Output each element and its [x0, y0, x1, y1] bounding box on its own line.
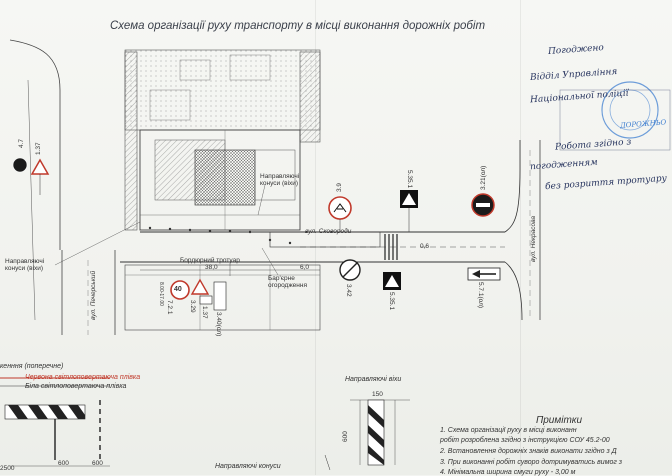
sign-code: 7.2.1 — [166, 300, 173, 315]
fold-line — [315, 0, 316, 475]
dimension-label: 6,0 — [300, 264, 310, 271]
hours-label: 8.00-17.00 — [158, 282, 164, 306]
barrier-stripe-board — [4, 404, 86, 420]
page-title: Схема організації руху транспорту в місц… — [110, 20, 486, 32]
dimension-label: 0,6 — [420, 243, 430, 250]
cones-label: Направляючі конуси (віхи) — [260, 173, 300, 187]
prohibition-sign-icon — [12, 157, 28, 173]
sign-code: 3.42 — [345, 284, 352, 297]
cones-label: Направляючі конуси (віхи) — [5, 258, 45, 272]
dimension-label: 600 — [342, 431, 349, 442]
speed-value: 40 — [174, 286, 182, 293]
road-works-sign-icon — [190, 278, 210, 295]
legend-white: Біла світлоповертаюча плівка — [25, 383, 127, 390]
notes-title: Примітки — [536, 415, 583, 426]
sign-code: 3.29 — [189, 300, 196, 313]
note-item: 4. Мінімальна ширина смуги руху - 3,00 м — [440, 469, 576, 476]
sign-code: 3.40(ол) — [215, 312, 222, 337]
note-item: 1. Схема організації руху в місці викона… — [440, 427, 577, 434]
information-sign-icon — [213, 281, 227, 311]
dimension-label: 600 — [58, 460, 69, 467]
dimension-label: 600 — [92, 460, 103, 467]
cones-bottom-label: Направляючі конуси — [215, 463, 281, 470]
warning-sign-icon — [30, 158, 50, 175]
legend-red: Червона світлоповертаюча плівка — [25, 374, 141, 381]
sign-code: 5.35.1 — [388, 292, 395, 311]
dimension-label: 2500 — [0, 465, 15, 472]
barrier-label: Бар'єрне огородження — [268, 275, 307, 289]
sign-code: 1.37 — [35, 142, 42, 155]
guide-post — [350, 399, 410, 466]
sign-code: 3.21(ол) — [480, 165, 487, 190]
cones-mid-label: Направляючі віхи — [345, 376, 402, 383]
sign-code: 4.7 — [18, 138, 25, 148]
legend-title: кенння (поперечне) — [0, 363, 64, 370]
note-item: 2. Встановлення дорожніх знаків виконати… — [440, 448, 617, 455]
street-label: вул. Печерський — [90, 270, 97, 320]
street-label: вул. Сковороди — [305, 228, 352, 235]
sidewalk-label: Бордюрний тротуар — [180, 257, 240, 264]
sign-code: 5.35.1 — [406, 170, 413, 189]
note-item: робіт розроблена згідно з інструкцією СО… — [440, 437, 610, 444]
sign-code: 3.9 — [336, 182, 343, 192]
seal-stamp-icon — [601, 81, 659, 139]
sign-code: 5.7.1(ол) — [477, 282, 484, 309]
speed-limit-sign-icon — [170, 280, 190, 300]
dimension-label: 38,0 — [205, 264, 218, 271]
dimension-label: 150 — [372, 391, 383, 398]
street-label: вул. Некрасова — [530, 216, 537, 262]
sign-code: 1.37 — [201, 306, 208, 319]
fold-line — [520, 0, 521, 475]
no-bicycles-sign-icon — [328, 196, 352, 220]
note-item: 3. При виконанні робіт суворо дотримуват… — [440, 459, 623, 466]
